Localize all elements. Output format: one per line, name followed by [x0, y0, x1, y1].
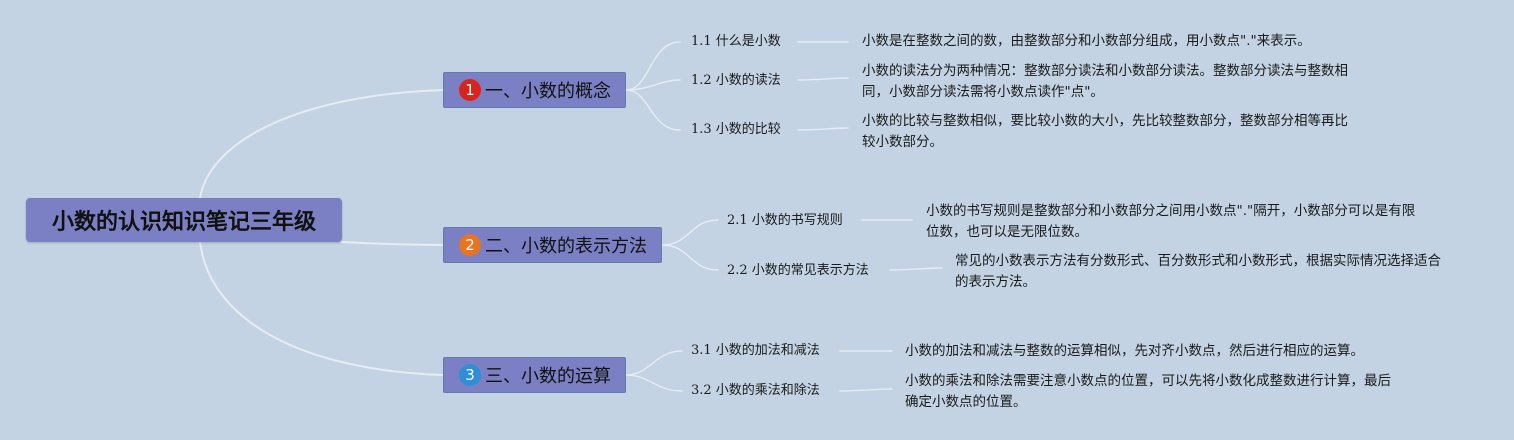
- subtopic-1-1[interactable]: 1.1 什么是小数: [691, 34, 781, 49]
- subtopic-2-1[interactable]: 2.1 小数的书写规则: [727, 213, 843, 228]
- branch-topic-2[interactable]: 2 二、小数的表示方法: [443, 227, 662, 263]
- root-topic[interactable]: 小数的认识知识笔记三年级: [26, 198, 342, 242]
- note-2-2: 常见的小数表示方法有分数形式、百分数形式和小数形式，根据实际情况选择适合的表示方…: [955, 253, 1441, 290]
- subtopic-1-3[interactable]: 1.3 小数的比较: [691, 122, 781, 137]
- subtopic-1-2[interactable]: 1.2 小数的读法: [691, 73, 781, 88]
- branch-topic-3[interactable]: 3 三、小数的运算: [443, 357, 626, 393]
- note-3-1: 小数的加法和减法与整数的运算相似，先对齐小数点，然后进行相应的运算。: [905, 343, 1364, 359]
- note-1-3: 小数的比较与整数相似，要比较小数的大小，先比较整数部分，整数部分相等再比较小数部…: [862, 113, 1348, 150]
- subtopic-2-2[interactable]: 2.2 小数的常见表示方法: [727, 263, 869, 278]
- note-3-2: 小数的乘法和除法需要注意小数点的位置，可以先将小数化成整数进行计算，最后确定小数…: [905, 373, 1391, 410]
- number-badge-icon: 3: [459, 364, 481, 386]
- branch-title: 三、小数的运算: [485, 366, 611, 387]
- branch-title: 一、小数的概念: [485, 81, 611, 102]
- number-badge-icon: 1: [459, 79, 481, 101]
- note-1-1: 小数是在整数之间的数，由整数部分和小数部分组成，用小数点"."来表示。: [862, 33, 1311, 49]
- note-2-1: 小数的书写规则是整数部分和小数部分之间用小数点"."隔开，小数部分可以是有限位数…: [926, 203, 1416, 240]
- number-badge-icon: 2: [459, 234, 481, 256]
- subtopic-3-2[interactable]: 3.2 小数的乘法和除法: [691, 383, 820, 398]
- branch-title: 二、小数的表示方法: [485, 236, 647, 257]
- branch-topic-1[interactable]: 1 一、小数的概念: [443, 72, 626, 108]
- subtopic-3-1[interactable]: 3.1 小数的加法和减法: [691, 343, 820, 358]
- note-1-2: 小数的读法分为两种情况：整数部分读法和小数部分读法。整数部分读法与整数相同，小数…: [862, 63, 1348, 100]
- root-title: 小数的认识知识笔记三年级: [51, 210, 316, 235]
